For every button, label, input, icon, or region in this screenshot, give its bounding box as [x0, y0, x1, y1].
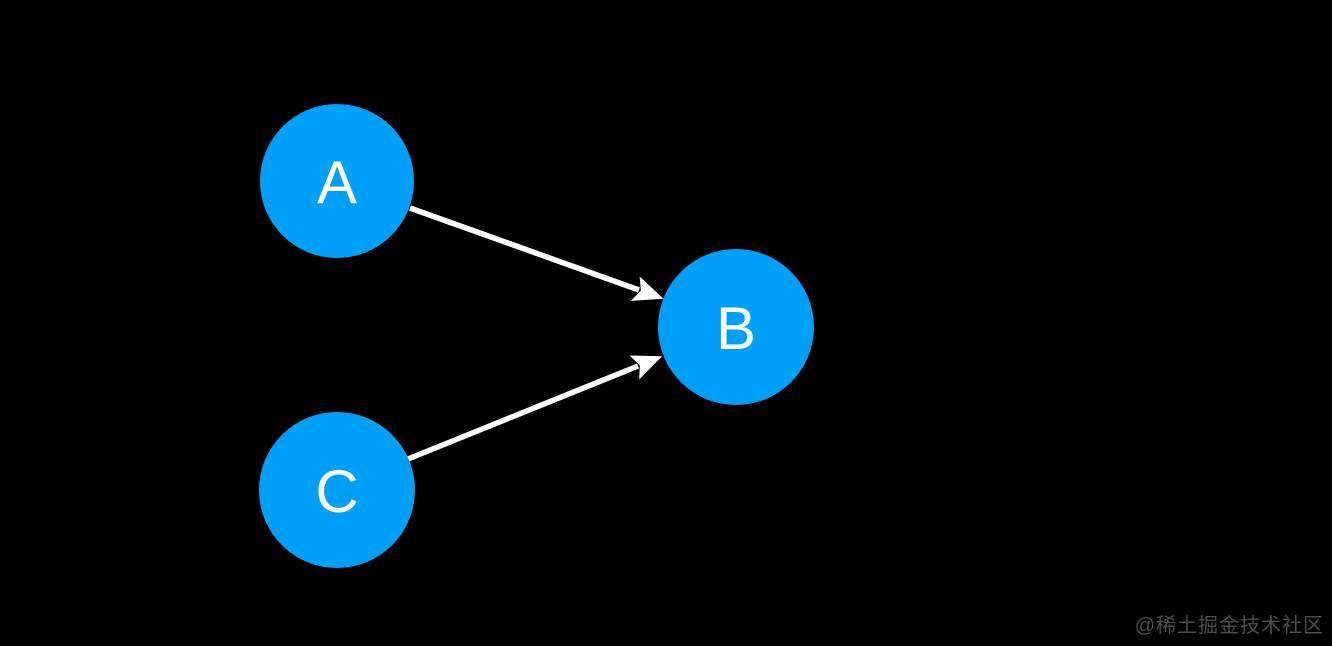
node-a-circle	[260, 104, 414, 258]
node-b: B	[658, 249, 814, 405]
node-c-label: C	[315, 458, 358, 525]
node-a: A	[260, 104, 414, 258]
node-a-label: A	[317, 149, 357, 216]
node-c: C	[259, 412, 415, 568]
edge-c-to-b	[406, 355, 663, 462]
node-c-circle	[259, 412, 415, 568]
watermark: @稀土掘金技术社区	[1134, 615, 1324, 637]
edge-a-to-b	[409, 205, 664, 301]
node-b-label: B	[716, 295, 756, 362]
node-b-circle	[658, 249, 814, 405]
